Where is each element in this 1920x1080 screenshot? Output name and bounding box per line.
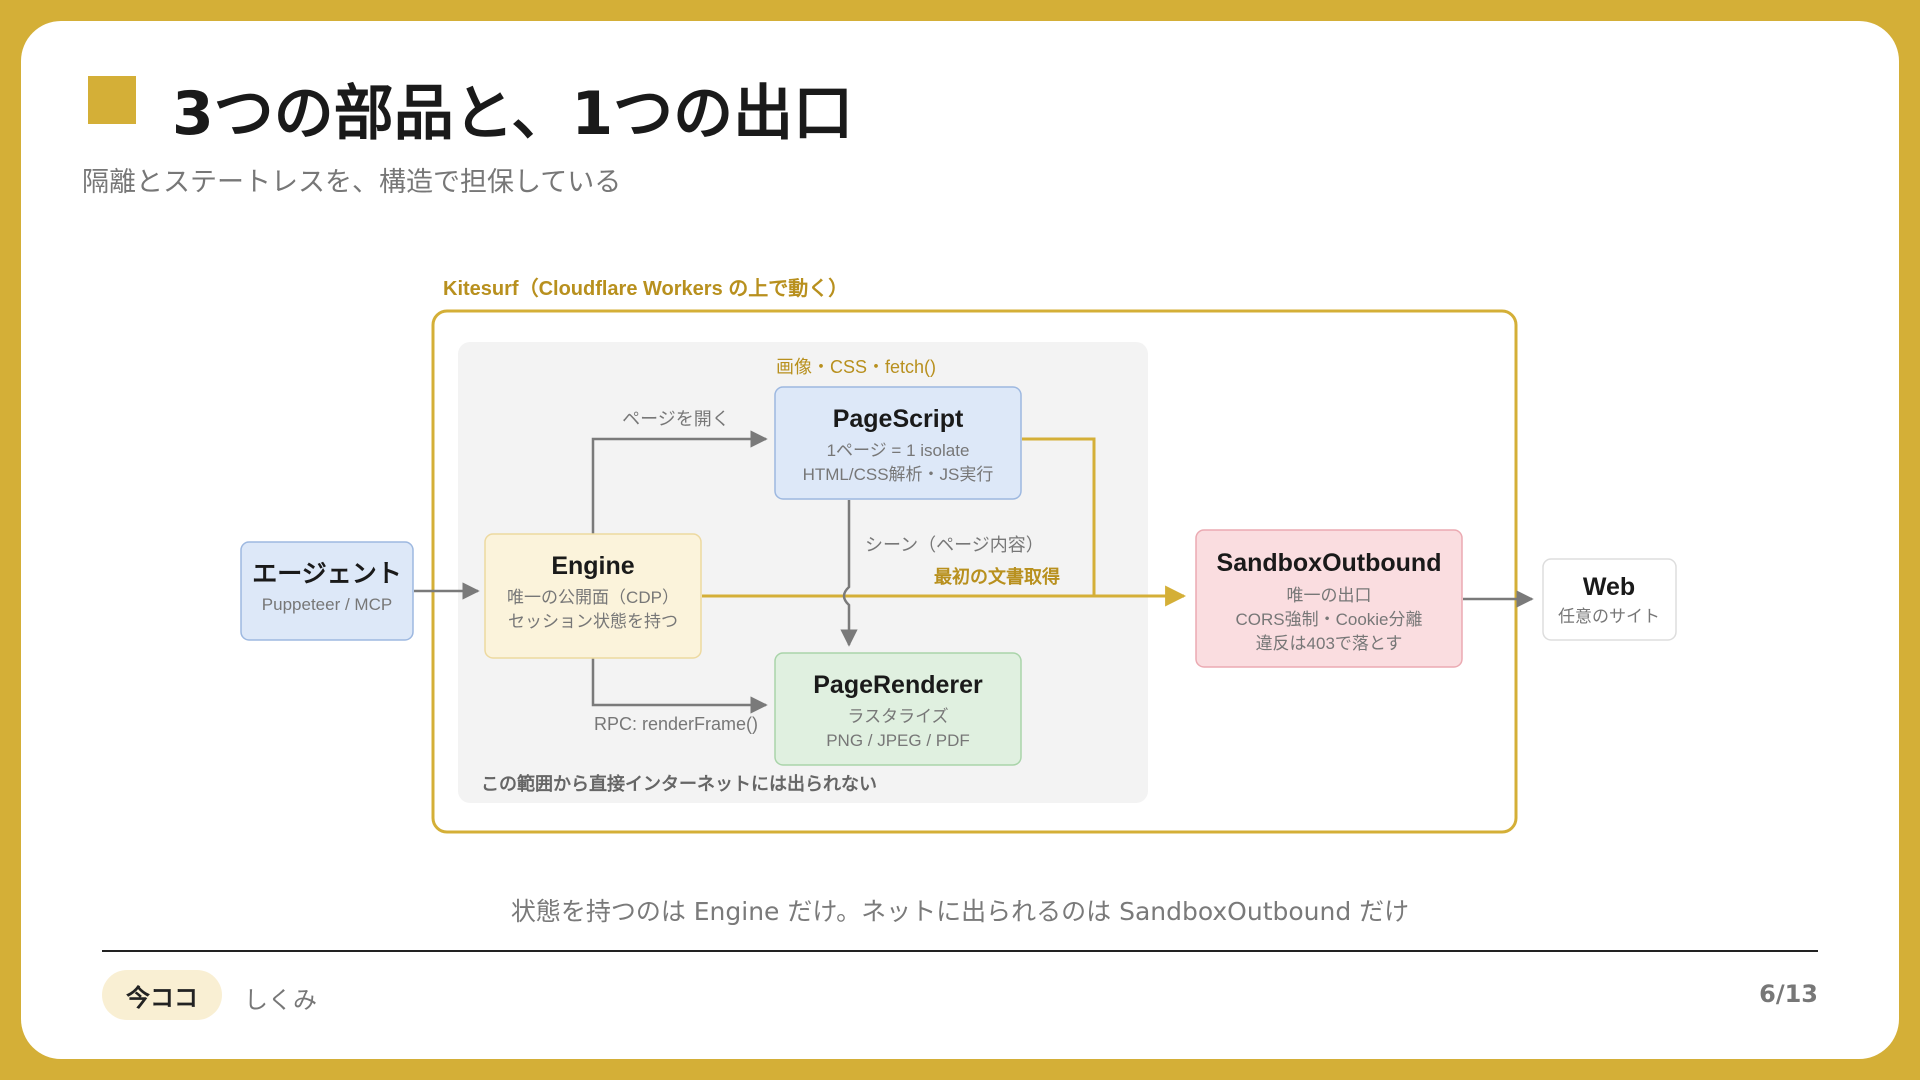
node-pagerenderer-title: PageRenderer bbox=[813, 671, 983, 699]
edge-pagescript-pagerenderer bbox=[840, 500, 858, 647]
current-position-badge: 今ココ bbox=[102, 970, 222, 1020]
node-pagerenderer-sub2: PNG / JPEG / PDF bbox=[826, 731, 970, 750]
node-pagescript-title: PageScript bbox=[833, 405, 964, 433]
slide-title: 3つの部品と、1つの出口 bbox=[172, 79, 854, 149]
edge-label-assets: 画像・CSS・fetch() bbox=[776, 357, 936, 377]
node-web-title: Web bbox=[1583, 573, 1635, 601]
node-engine-sub1: 唯一の公開面（CDP） bbox=[507, 588, 679, 607]
node-pagescript: PageScript 1ページ = 1 isolate HTML/CSS解析・J… bbox=[774, 386, 1022, 500]
node-agent: エージェント Puppeteer / MCP bbox=[240, 541, 414, 641]
workers-boundary bbox=[431, 309, 1518, 834]
node-agent-title: エージェント bbox=[252, 560, 402, 588]
section-label: しくみ bbox=[244, 986, 317, 1014]
footer-divider bbox=[102, 950, 1818, 952]
node-agent-sub: Puppeteer / MCP bbox=[262, 595, 392, 614]
node-web-sub: 任意のサイト bbox=[1558, 607, 1660, 626]
node-engine-title: Engine bbox=[551, 552, 634, 580]
node-engine: Engine 唯一の公開面（CDP） セッション状態を持つ bbox=[484, 533, 702, 659]
node-sandbox-title: SandboxOutbound bbox=[1217, 549, 1442, 577]
node-sandbox-sub2: CORS強制・Cookie分離 bbox=[1235, 610, 1422, 629]
node-pagescript-sub1: 1ページ = 1 isolate bbox=[827, 441, 970, 460]
node-pagerenderer-sub1: ラスタライズ bbox=[847, 707, 948, 726]
node-web: Web 任意のサイト bbox=[1542, 558, 1677, 641]
edge-label-first-doc: 最初の文書取得 bbox=[934, 566, 1060, 587]
node-engine-sub2: セッション状態を持つ bbox=[508, 612, 678, 631]
node-sandbox-sub1: 唯一の出口 bbox=[1287, 586, 1372, 605]
node-pagerenderer: PageRenderer ラスタライズ PNG / JPEG / PDF bbox=[774, 652, 1022, 766]
edge-pagescript-sandbox bbox=[1022, 437, 1096, 596]
slide-caption: 状態を持つのは Engine だけ。ネットに出られるのは SandboxOutb… bbox=[510, 897, 1410, 926]
edge-label-render-rpc: RPC: renderFrame() bbox=[594, 714, 758, 734]
node-sandbox-outbound: SandboxOutbound 唯一の出口 CORS強制・Cookie分離 違反… bbox=[1195, 529, 1463, 668]
node-pagescript-sub2: HTML/CSS解析・JS実行 bbox=[803, 465, 994, 484]
edge-label-scene: シーン（ページ内容） bbox=[865, 535, 1044, 555]
edge-label-open-page: ページを開く bbox=[622, 409, 730, 429]
workers-boundary-label: Kitesurf（Cloudflare Workers の上で動く） bbox=[443, 277, 848, 300]
edge-engine-pagerenderer bbox=[591, 658, 768, 714]
page-number: 6/13 bbox=[1759, 980, 1818, 1008]
node-sandbox-sub3: 違反は403で落とす bbox=[1256, 634, 1403, 653]
edge-engine-pagescript bbox=[591, 430, 768, 534]
slide-subtitle: 隔離とステートレスを、構造で担保している bbox=[82, 167, 622, 198]
title-marker bbox=[88, 76, 136, 124]
isolated-area-note: この範囲から直接インターネットには出られない bbox=[481, 773, 877, 794]
